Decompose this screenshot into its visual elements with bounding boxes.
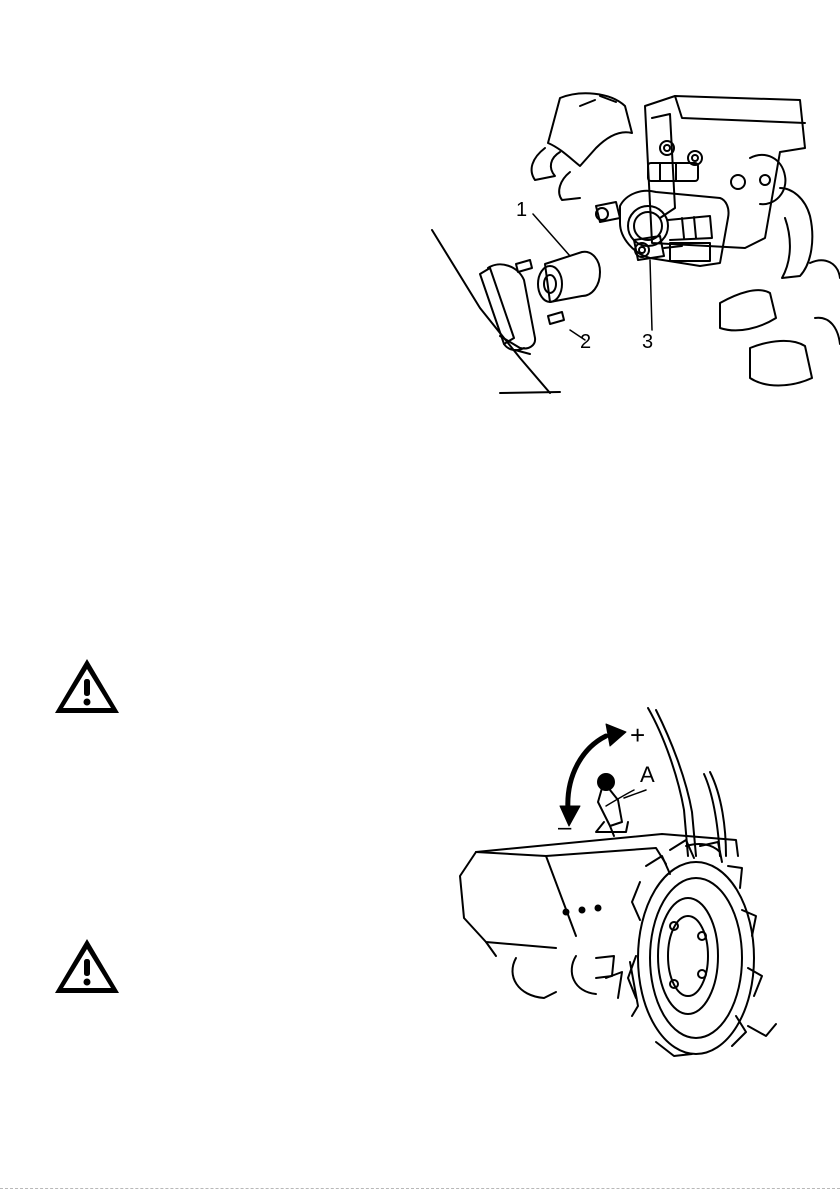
callout-plus: + <box>630 722 645 748</box>
callout-a: A <box>640 764 655 786</box>
warning-triangle-icon <box>52 656 122 716</box>
figure-tiller-lever: + A – <box>456 706 840 1070</box>
warning-sign-1 <box>52 656 122 716</box>
callout-3: 3 <box>642 332 653 352</box>
callout-minus: – <box>558 816 571 840</box>
warning-triangle-icon <box>52 936 122 996</box>
callout-2: 2 <box>580 332 591 352</box>
callout-1: 1 <box>516 200 527 220</box>
page-bottom-rule <box>0 1188 840 1189</box>
figure-coupling-assembly: 1 2 3 <box>420 88 840 400</box>
warning-sign-2 <box>52 936 122 996</box>
